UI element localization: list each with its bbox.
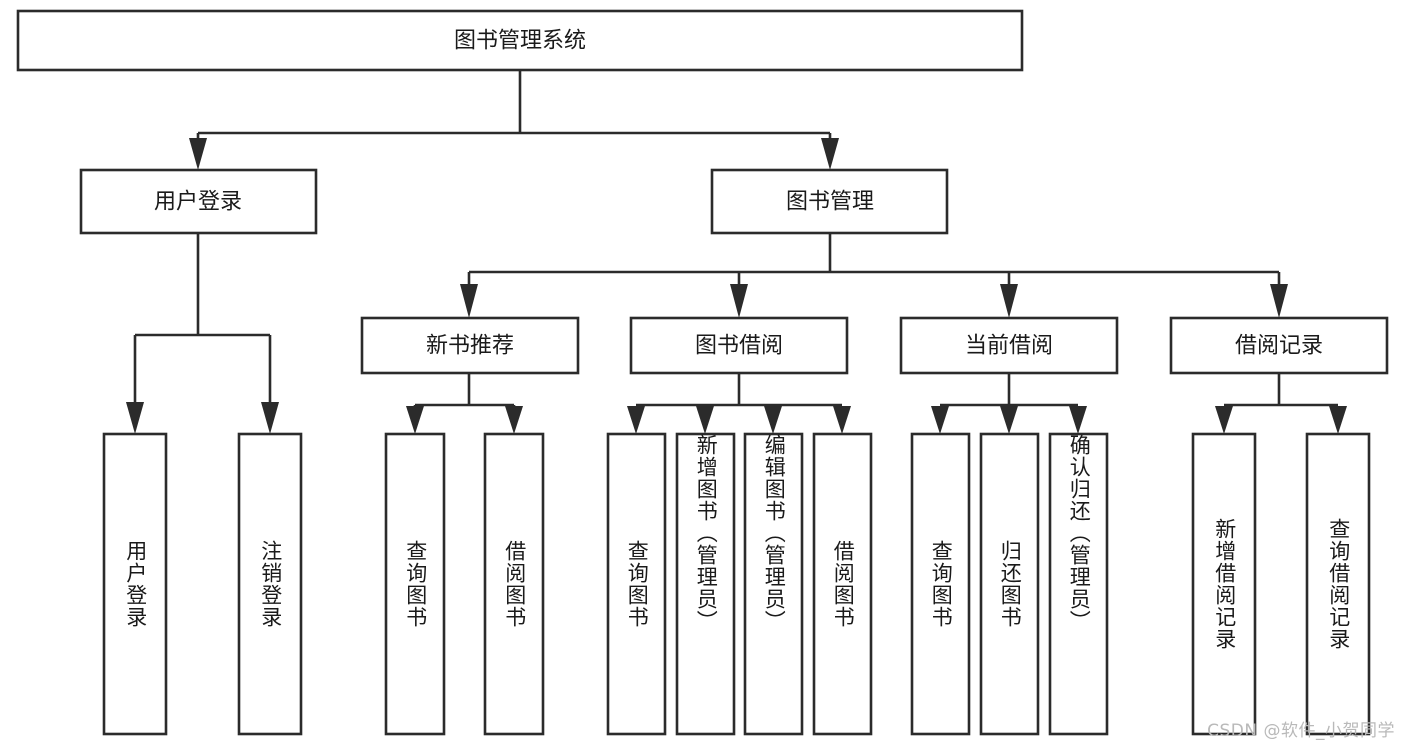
node-book-borrow-label: 图书借阅 [695, 334, 783, 359]
node-book-borrow-box[interactable] [629, 316, 849, 375]
arrow-to-user-login [189, 138, 207, 170]
node-current-borrow-label: 当前借阅 [965, 334, 1053, 359]
arrow-currentborrow-leaf-2 [1000, 406, 1018, 434]
arrow-bookborrow-leaf-2 [696, 406, 714, 434]
arrow-borrowrecord-leaf-2 [1329, 406, 1347, 434]
node-book-manage-box[interactable] [710, 168, 949, 235]
node-borrow-record-label: 借阅记录 [1235, 334, 1323, 359]
node-user-login-label: 用户登录 [154, 190, 242, 215]
arrow-to-new-book-recommend [460, 284, 478, 318]
leaf-box-bookborrow-3[interactable] [743, 432, 804, 736]
node-book-borrow[interactable]: 图书借阅 [629, 316, 849, 375]
leaf-box-bookborrow-2[interactable] [675, 432, 736, 736]
node-borrow-record[interactable]: 借阅记录 [1169, 316, 1389, 375]
node-borrow-record-box[interactable] [1169, 316, 1389, 375]
node-new-book-recommend[interactable]: 新书推荐 [360, 316, 580, 375]
node-new-book-recommend-box[interactable] [360, 316, 580, 375]
arrow-userlogin-leaf-2 [261, 402, 279, 434]
leaf-box-newbook-2[interactable] [483, 432, 545, 736]
leaf-box-currentborrow-2[interactable] [979, 432, 1040, 736]
arrow-to-book-manage [821, 138, 839, 170]
leaf-box-currentborrow-3[interactable] [1048, 432, 1109, 736]
leaf-box-bookborrow-1[interactable] [606, 432, 667, 736]
arrow-to-book-borrow [730, 284, 748, 318]
node-root-label: 图书管理系统 [454, 29, 586, 54]
csdn-watermark: CSDN @软件_小贺同学 [1207, 721, 1395, 741]
node-book-manage[interactable]: 图书管理 [710, 168, 949, 235]
arrow-newbook-leaf-2 [505, 406, 523, 434]
leaf-box-user-login-2[interactable] [237, 432, 303, 736]
node-root-box[interactable] [16, 9, 1024, 72]
arrow-currentborrow-leaf-3 [1069, 406, 1087, 434]
arrow-bookborrow-leaf-1 [627, 406, 645, 434]
arrow-to-borrow-record [1270, 284, 1288, 318]
leaf-box-borrowrecord-1[interactable] [1191, 432, 1257, 736]
arrow-currentborrow-leaf-1 [931, 406, 949, 434]
arrow-borrowrecord-leaf-1 [1215, 406, 1233, 434]
node-book-manage-label: 图书管理 [786, 190, 874, 215]
arrow-userlogin-leaf-1 [126, 402, 144, 434]
node-root[interactable]: 图书管理系统 [16, 9, 1024, 72]
node-current-borrow[interactable]: 当前借阅 [899, 316, 1119, 375]
arrow-newbook-leaf-1 [406, 406, 424, 434]
arrow-to-current-borrow [1000, 284, 1018, 318]
arrow-bookborrow-leaf-3 [764, 406, 782, 434]
leaf-box-newbook-1[interactable] [384, 432, 446, 736]
leaf-box-borrowrecord-2[interactable] [1305, 432, 1371, 736]
arrow-bookborrow-leaf-4 [833, 406, 851, 434]
node-user-login[interactable]: 用户登录 [79, 168, 318, 235]
node-new-book-recommend-label: 新书推荐 [426, 334, 514, 359]
leaf-box-currentborrow-1[interactable] [910, 432, 971, 736]
connector-layer [126, 70, 1347, 434]
leaf-box-layer [102, 432, 1371, 736]
node-user-login-box[interactable] [79, 168, 318, 235]
node-current-borrow-box[interactable] [899, 316, 1119, 375]
leaf-box-user-login-1[interactable] [102, 432, 168, 736]
leaf-box-bookborrow-4[interactable] [812, 432, 873, 736]
